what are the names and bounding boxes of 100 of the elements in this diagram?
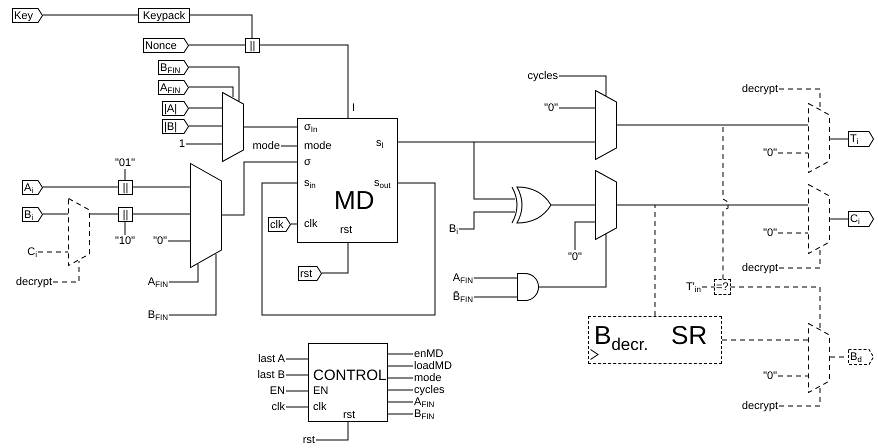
- signal-label: C$_{i}$: [27, 246, 37, 258]
- multiplexer: [808, 184, 830, 254]
- signal-label: last B: [257, 369, 285, 381]
- signal-label: B$_{FIN}$: [414, 408, 434, 420]
- function-box: ||: [118, 180, 133, 195]
- signal-port: [12, 8, 43, 23]
- signal-line: [190, 14, 252, 38]
- signal-port: [848, 211, 874, 227]
- block-title: MD: [334, 185, 374, 215]
- signal-line: [778, 232, 808, 234]
- multiplexer: [190, 163, 222, 268]
- multiplexer: [808, 103, 830, 173]
- function-box: =?: [714, 279, 731, 295]
- signal-line: [474, 296, 518, 298]
- function-box: ||: [118, 207, 133, 222]
- signal-label: B̄$_{FIN}$: [452, 291, 473, 303]
- signal-line: [702, 286, 714, 288]
- signal-line: [168, 264, 198, 282]
- multiplexer: [595, 90, 617, 160]
- signal-line: [262, 182, 436, 316]
- signal-line: [730, 286, 820, 330]
- port-label: B$_{FIN}$: [160, 62, 180, 74]
- port-label: rst: [300, 268, 312, 280]
- function-block: [297, 118, 398, 243]
- signal-port: [22, 207, 43, 222]
- signal-port: [162, 101, 189, 116]
- port-label: mode: [304, 140, 332, 152]
- port-label: s$_{out}$: [374, 177, 391, 189]
- signal-line: [124, 222, 126, 236]
- signal-label: T'$_{in}$: [686, 281, 701, 293]
- port-label: B$_{d}$: [850, 351, 862, 363]
- port-label: clk: [270, 218, 284, 230]
- signal-label: A$_{FIN}$: [148, 276, 168, 288]
- port-label: σ: [304, 156, 311, 168]
- signal-line: [830, 218, 848, 220]
- port-label: C$_{i}$: [850, 213, 860, 225]
- port-label: Nonce: [145, 40, 177, 52]
- signal-label: decrypt: [742, 83, 778, 95]
- signal-line: [458, 212, 516, 230]
- signal-label: A$_{FIN}$: [452, 272, 473, 284]
- signal-line: [42, 186, 118, 188]
- signal-label: "0": [568, 251, 582, 263]
- port-label: clk: [313, 401, 326, 413]
- signal-line: [168, 254, 216, 316]
- port-label: σ$_{In}$: [304, 121, 318, 133]
- port-label: clk: [304, 218, 318, 230]
- signal-line: [616, 204, 656, 316]
- block-title: SR: [671, 320, 708, 350]
- signal-line: [188, 44, 246, 46]
- signal-label: cycles: [527, 70, 558, 82]
- signal-line: [778, 152, 808, 154]
- signal-label: "0": [153, 235, 167, 247]
- port-label: A$_{FIN}$: [160, 82, 180, 94]
- signal-line: [286, 390, 308, 392]
- xor-gate: [510, 186, 552, 224]
- multiplexer: [68, 198, 90, 266]
- function-box: ||: [245, 38, 260, 53]
- signal-port: [158, 60, 189, 75]
- signal-line: [778, 386, 820, 406]
- signal-line: [538, 234, 606, 288]
- block-title: CONTROL: [313, 367, 386, 384]
- port-label: rst: [340, 224, 352, 236]
- signal-line: [286, 374, 308, 376]
- signal-label: decrypt: [742, 262, 778, 274]
- signal-label: rst: [302, 434, 315, 446]
- port-label: Key: [14, 10, 33, 22]
- signal-line: [188, 86, 234, 98]
- signal-label: last A: [258, 353, 285, 365]
- signal-line: [222, 162, 298, 216]
- signal-port: [848, 349, 874, 365]
- signal-label: B$_{i}$: [448, 223, 458, 235]
- signal-label: B$_{FIN}$: [148, 309, 168, 321]
- signal-label: decrypt: [16, 276, 52, 288]
- multiplexer: [595, 170, 617, 240]
- signal-label: cycles: [414, 384, 445, 396]
- port-label: EN: [313, 385, 328, 397]
- signal-label: enMD: [414, 348, 444, 360]
- signal-line: [260, 44, 348, 118]
- signal-port: [162, 119, 189, 134]
- signal-port: [143, 38, 189, 53]
- shift-register: [588, 316, 722, 364]
- signal-line: [550, 204, 596, 206]
- and-gate: [517, 273, 539, 301]
- signal-label: "0": [544, 102, 558, 114]
- signal-line: [778, 248, 820, 268]
- multiplexer: [222, 92, 244, 162]
- signal-label: "10": [114, 235, 136, 247]
- signal-line: [132, 186, 190, 188]
- signal-label: "0": [763, 370, 777, 382]
- signal-label: I: [352, 102, 356, 114]
- signal-port: [158, 80, 189, 95]
- function-block: [308, 343, 388, 422]
- port-label: s$_{in}$: [304, 177, 316, 189]
- signal-label: clk: [272, 401, 285, 413]
- block-title: B$_{decr.}$: [594, 320, 648, 350]
- port-label: |A|: [164, 102, 178, 114]
- signal-line: [558, 76, 606, 96]
- signal-line: [398, 142, 516, 200]
- signal-line: [316, 422, 348, 440]
- port-label: s$_{l}$: [376, 137, 384, 149]
